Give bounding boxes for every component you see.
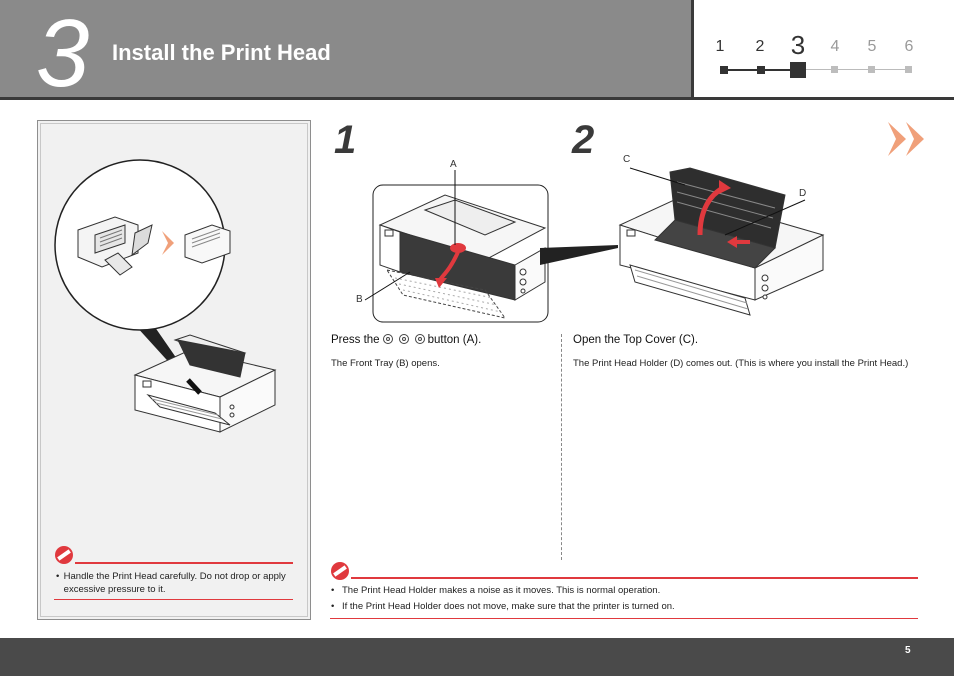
print-head-with-cap (77, 216, 153, 276)
print-head (184, 224, 231, 264)
power-button-icon (398, 334, 409, 344)
step-2-illustration (618, 167, 825, 316)
step-1-illustration (364, 170, 549, 323)
bottom-caution-rule-top (351, 577, 918, 579)
connector-arrow (540, 245, 618, 265)
caution-list: • Handle the Print Head carefully. Do no… (56, 570, 291, 596)
pointer-b (364, 271, 411, 301)
progress-dot-1 (720, 66, 728, 74)
progress-step-1: 1 (715, 38, 725, 55)
step-2-instruction: Open the Top Cover (C). (573, 334, 699, 346)
label-c: C (623, 154, 631, 165)
step-2-number: 2 (572, 118, 595, 162)
caution-rule-top (75, 562, 293, 564)
progress-dot-2 (757, 66, 765, 74)
label-d: D (799, 188, 807, 199)
caution-icon (331, 562, 349, 580)
progress-step-6: 6 (904, 38, 914, 55)
pointer-d (724, 199, 806, 236)
caution-item: • If the Print Head Holder does not move… (331, 600, 916, 613)
step-2-note: The Print Head Holder (D) comes out. (Th… (573, 358, 909, 369)
progress-step-5: 5 (867, 38, 877, 55)
progress-step-3: 3 (790, 30, 806, 60)
holder-arrow-icon (727, 236, 737, 248)
progress-step-4: 4 (830, 38, 840, 55)
header-rule (0, 97, 954, 100)
progress-dot-4 (831, 66, 838, 73)
section-number: 3 (36, 0, 89, 107)
front-tray-outline (385, 269, 507, 319)
open-button-highlight (450, 243, 466, 253)
label-b: B (356, 294, 363, 305)
footer-band (0, 638, 954, 676)
caution-text: The Print Head Holder makes a noise as i… (342, 585, 661, 596)
insert-arrow-icon (186, 378, 202, 395)
progress-line-todo (798, 69, 912, 70)
bullet: • (331, 601, 335, 612)
power-button-icon (382, 334, 393, 344)
caution-icon (55, 546, 73, 564)
step-1-number: 1 (334, 118, 357, 162)
bullet: • (56, 571, 60, 582)
print-head-illustration (54, 159, 277, 433)
next-page-arrow-icon (888, 122, 924, 156)
caution-text: Handle the Print Head carefully. Do not … (63, 571, 286, 595)
bottom-caution-rule-bottom (330, 618, 918, 619)
step-1-instruction: Press the button (A). (331, 334, 481, 346)
caution-text: If the Print Head Holder does not move, … (342, 601, 675, 612)
header-band (0, 0, 691, 97)
progress-dot-3 (790, 62, 806, 78)
label-a: A (450, 159, 457, 170)
caution-item: • The Print Head Holder makes a noise as… (331, 584, 916, 597)
instruction-suffix: button (A). (427, 334, 482, 346)
instruction-prefix: Press the (331, 334, 380, 346)
caution-item: • Handle the Print Head carefully. Do no… (56, 570, 291, 596)
progress-step-2: 2 (755, 38, 765, 55)
left-panel-inner-border (40, 123, 308, 617)
pointer-c (629, 167, 686, 186)
orange-arrow-icon (162, 231, 174, 255)
printer-small-illustration (133, 334, 277, 433)
page-number: 5 (905, 645, 911, 656)
progress-dot-5 (868, 66, 875, 73)
bottom-caution-list: • The Print Head Holder makes a noise as… (331, 584, 916, 613)
step-1-note: The Front Tray (B) opens. (331, 358, 440, 369)
bullet: • (331, 585, 335, 596)
progress-dot-6 (905, 66, 912, 73)
step-divider (561, 334, 562, 560)
header-divider (691, 0, 694, 97)
page-title: Install the Print Head (112, 40, 331, 65)
caution-rule-bottom (54, 599, 293, 600)
power-button-icon (414, 334, 425, 344)
